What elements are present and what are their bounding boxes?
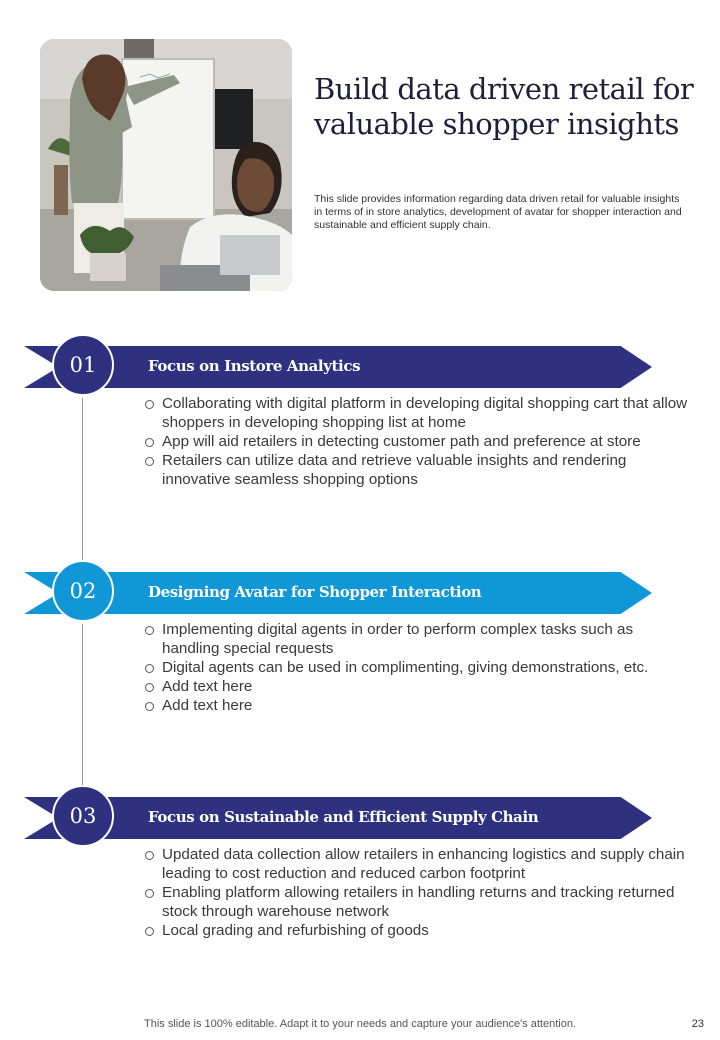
page-subtitle: This slide provides information regardin…: [314, 193, 682, 231]
bullet-list: Collaborating with digital platform in d…: [144, 394, 694, 489]
page-number: 23: [691, 1018, 704, 1030]
footer-note: This slide is 100% editable. Adapt it to…: [144, 1018, 576, 1030]
list-item: Add text here: [144, 696, 694, 715]
list-item: Add text here: [144, 677, 694, 696]
section-banner: [24, 346, 652, 388]
section-banner: [24, 797, 652, 839]
bullet-list: Updated data collection allow retailers …: [144, 845, 694, 940]
list-item: Updated data collection allow retailers …: [144, 845, 694, 883]
list-item: Collaborating with digital platform in d…: [144, 394, 694, 432]
list-item: Implementing digital agents in order to …: [144, 620, 694, 658]
timeline-connector: [82, 624, 83, 790]
list-item: Enabling platform allowing retailers in …: [144, 883, 694, 921]
list-item: Digital agents can be used in compliment…: [144, 658, 694, 677]
section-number-badge: 03: [52, 785, 114, 847]
section-number-badge: 01: [52, 334, 114, 396]
section-banner: [24, 572, 652, 614]
section-heading: Focus on Instore Analytics: [148, 357, 361, 375]
photo-illustration: [40, 39, 292, 291]
bullet-list: Implementing digital agents in order to …: [144, 620, 694, 715]
list-item: Local grading and refurbishing of goods: [144, 921, 694, 940]
section-number-badge: 02: [52, 560, 114, 622]
timeline-connector: [82, 398, 83, 564]
list-item: App will aid retailers in detecting cust…: [144, 432, 694, 451]
list-item: Retailers can utilize data and retrieve …: [144, 451, 694, 489]
section-heading: Designing Avatar for Shopper Interaction: [148, 583, 482, 601]
office-whiteboard-photo: [40, 39, 292, 291]
page-title: Build data driven retail for valuable sh…: [314, 72, 694, 141]
section-heading: Focus on Sustainable and Efficient Suppl…: [148, 808, 539, 826]
